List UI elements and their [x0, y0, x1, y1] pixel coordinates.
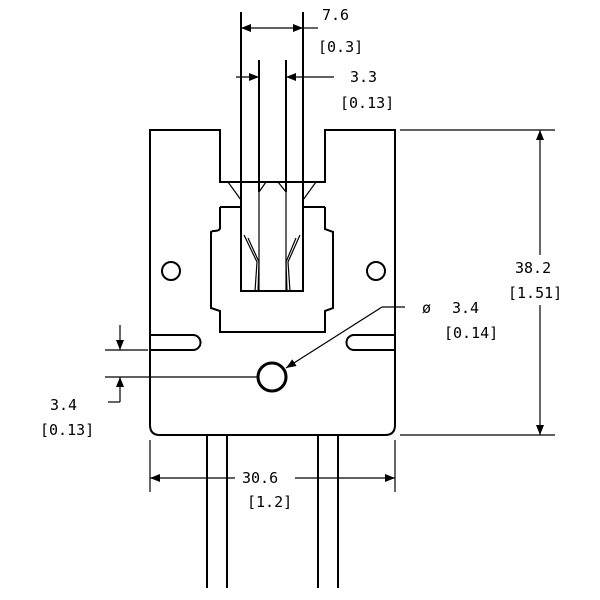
- dim-hole-symbol: ø: [422, 299, 431, 317]
- dim-slot-width-in: [0.13]: [340, 94, 394, 112]
- housing-outline: [149, 129, 396, 436]
- bottom-pins: [206, 435, 339, 588]
- dim-width-mm: 30.6: [242, 469, 278, 487]
- dim-pin-spacing-in: [0.3]: [318, 38, 363, 56]
- dim-hole-mm: 3.4: [452, 299, 479, 317]
- dim-offset-mm: 3.4: [50, 396, 77, 414]
- optical-slot: [240, 207, 304, 292]
- housing-recess: [210, 207, 334, 333]
- mount-hole-right: [366, 261, 386, 281]
- dim-height-mm: 38.2: [515, 259, 551, 277]
- mount-hole-left: [161, 261, 181, 281]
- slot-left: [150, 334, 202, 351]
- slot-right: [345, 334, 395, 351]
- dim-height-in: [1.51]: [508, 284, 562, 302]
- top-pins: [240, 12, 304, 207]
- dim-hole-in: [0.14]: [444, 324, 498, 342]
- dim-pin-spacing-mm: 7.6: [322, 6, 349, 24]
- dim-offset-in: [0.13]: [40, 421, 94, 439]
- dim-width-in: [1.2]: [247, 493, 292, 511]
- dim-slot-width-mm: 3.3: [350, 68, 377, 86]
- center-hole: [256, 361, 288, 393]
